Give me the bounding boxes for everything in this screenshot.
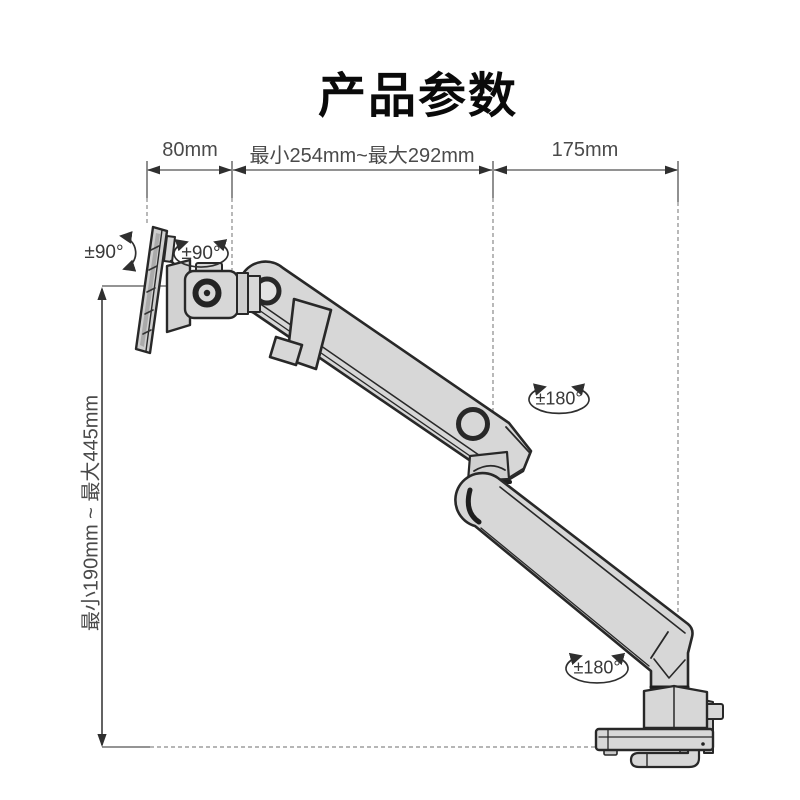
desk-clamp-base [594, 684, 724, 769]
dimension-label-height-range: 最小190mm ~ 最大445mm [80, 394, 103, 632]
tension-adjust-port [456, 407, 490, 441]
base-side-tab [705, 703, 724, 720]
base-ellipse-arrow [565, 652, 629, 684]
clamp-top-plate [594, 727, 715, 752]
rotation-label-vesa-swivel: ±90° [181, 243, 221, 264]
quick-release-pin [163, 235, 176, 263]
base-riser [642, 684, 709, 730]
rotation-label-vesa-tilt: ±90° [84, 242, 124, 263]
upper-arm [237, 260, 533, 485]
hinge-knuckle [236, 272, 249, 315]
cable-clip-tab [268, 335, 304, 367]
rotation-label-elbow: ±180° [535, 388, 583, 409]
clamp-lower-bracket [629, 738, 701, 769]
rotation-label-base: ±180° [573, 657, 621, 678]
vesa-head-assembly [134, 225, 261, 355]
swivel-ellipse-arrow [173, 239, 229, 268]
dimension-label-lower-arm: 175mm [551, 139, 619, 161]
dimension-lines [97, 161, 679, 748]
dimension-label-upper-arm: 最小254mm~最大292mm [249, 145, 475, 167]
tilt-pivot-bolt [192, 278, 222, 308]
rotation-arrows [119, 231, 629, 684]
dimension-label-vesa-width: 80mm [162, 139, 218, 161]
elbow-ellipse-arrow [528, 383, 590, 415]
monitor-arm-illustration [134, 225, 724, 769]
page-title: 产品参数 [317, 70, 519, 123]
tilt-arc-arrow [119, 231, 137, 272]
